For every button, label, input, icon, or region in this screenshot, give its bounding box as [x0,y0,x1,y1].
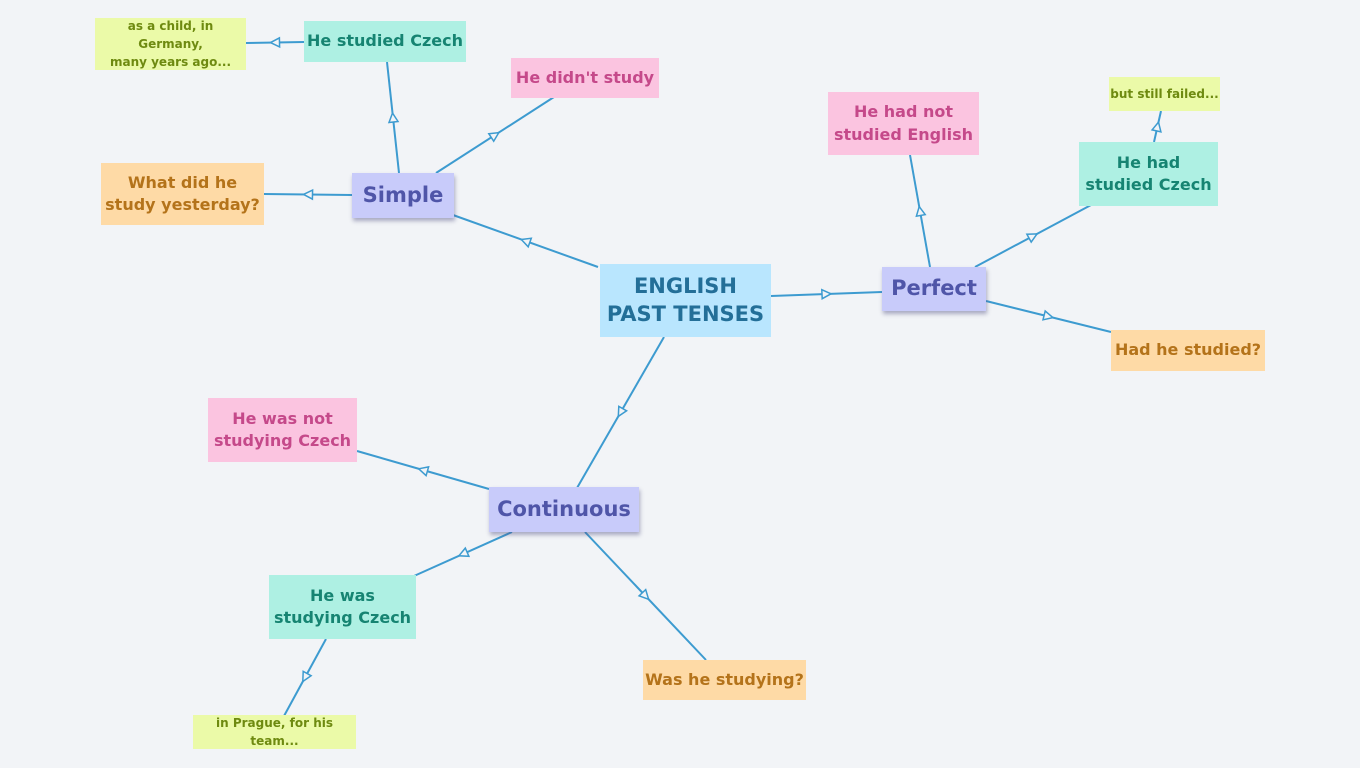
arrowhead-root-simple [519,237,533,249]
arrowhead-perfect-negative [915,204,927,218]
simple-tense-node[interactable]: Simple [352,173,454,218]
arrowhead-perfect-positive [1025,233,1039,244]
arrowhead-continuous-positive [457,546,471,558]
perfect-question-label: Had he studied? [1114,340,1262,360]
continuous-question-node[interactable]: Was he studying? [643,660,806,700]
continuous-positive-note-node[interactable]: in Prague, for his team... [193,715,356,749]
continuous-positive-note-label: in Prague, for his team... [215,716,333,748]
perfect-tense-node[interactable]: Perfect [882,267,986,311]
arrowhead-continuous-question [637,588,650,601]
continuous-tense-label: Continuous [497,496,631,521]
arrowhead-simple-positive [387,111,400,124]
arrowhead-root-continuous [617,405,629,418]
arrowhead-perfect-note [1150,120,1162,133]
perfect-positive-note-node[interactable]: but still failed... [1109,77,1220,111]
arrowhead-positive-note [268,36,281,49]
simple-tense-label: Simple [362,182,444,207]
arrowhead-continuous-note [301,670,313,683]
simple-positive-note-node[interactable]: as a child, in Germany,many years ago... [95,18,246,70]
simple-positive-note-label: as a child, in Germany,many years ago... [109,19,232,69]
arrowhead-simple-question [301,188,314,201]
arrowhead-perfect-question [1041,309,1055,321]
perfect-tense-label: Perfect [891,276,977,301]
simple-positive-label: He studied Czech [307,31,463,51]
perfect-positive-note-label: but still failed... [1110,87,1219,101]
arrowhead-continuous-negative [417,465,430,477]
continuous-tense-node[interactable]: Continuous [489,487,639,532]
continuous-question-label: Was he studying? [645,669,804,689]
simple-negative-label: He didn't study [515,67,655,87]
simple-negative-node[interactable]: He didn't study [511,58,659,98]
arrowhead-simple-negative [487,131,501,143]
arrowhead-root-perfect [820,288,833,300]
simple-positive-node[interactable]: He studied Czech [304,21,466,62]
perfect-question-node[interactable]: Had he studied? [1111,330,1265,371]
